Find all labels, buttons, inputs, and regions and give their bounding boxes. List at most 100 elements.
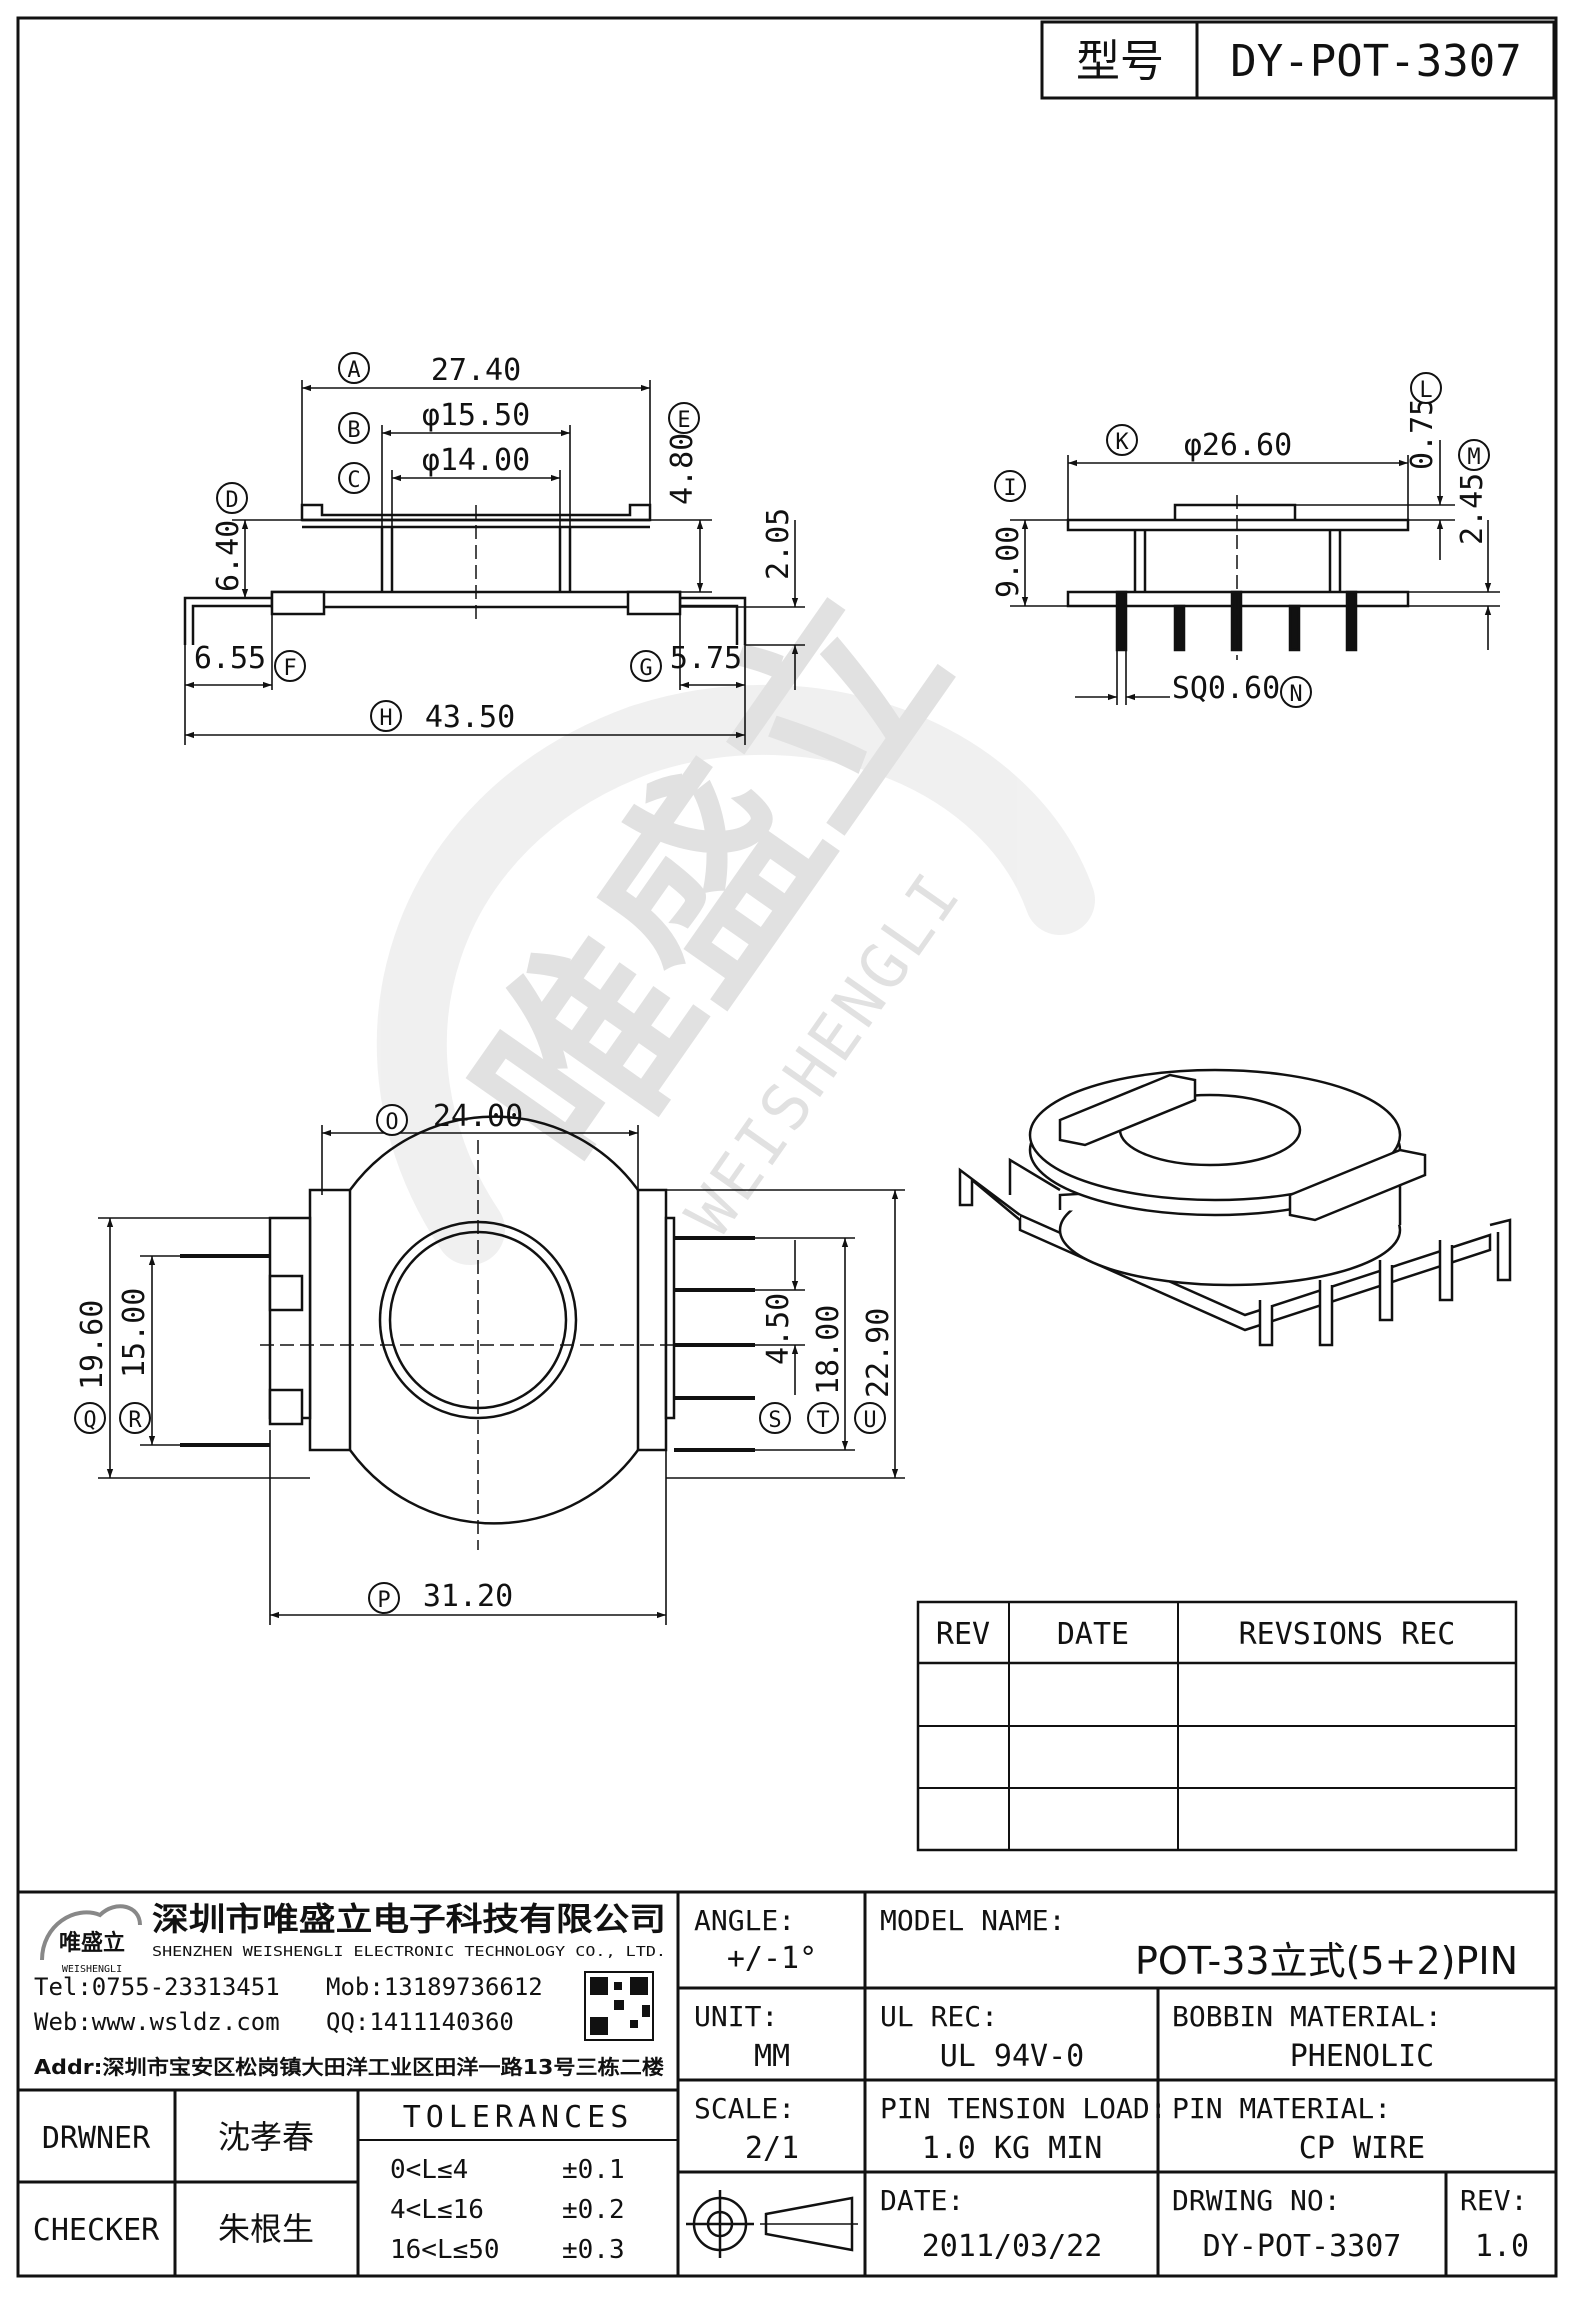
marker-H: H — [370, 700, 402, 732]
svg-text:E: E — [677, 408, 690, 433]
dim-P: 31.20 — [423, 1579, 513, 1614]
marker-C: C — [338, 462, 370, 494]
sheet-border — [16, 16, 1558, 2278]
marker-K: K — [1106, 424, 1138, 456]
checker-label: CHECKER — [33, 2213, 160, 2248]
tel: Tel:0755-23313451 — [34, 1973, 280, 2001]
logo-en: WEISHENGLI — [62, 1964, 122, 1975]
side-view-dims — [184, 380, 805, 745]
angle-label: ANGLE: — [694, 1904, 795, 1937]
dim-H: 43.50 — [425, 700, 515, 735]
svg-text:I: I — [1003, 476, 1016, 501]
dim-N: SQ0.60 — [1172, 671, 1280, 706]
ul-rec-value: UL 94V-0 — [940, 2039, 1085, 2074]
svg-text:U: U — [863, 1408, 876, 1433]
top-view-dims — [98, 1125, 905, 1625]
marker-T: T — [807, 1402, 839, 1434]
top-view-dim-text: 24.00 31.20 19.60 15.00 4.50 18.00 22.90… — [74, 1099, 896, 1614]
marker-E: E — [668, 402, 700, 434]
drawing-no-label: DRWING NO: — [1172, 2184, 1341, 2217]
projection-symbol — [686, 2190, 858, 2258]
svg-text:P: P — [377, 1588, 390, 1613]
marker-F: F — [274, 650, 306, 682]
marker-R: R — [119, 1402, 151, 1434]
scale-value: 2/1 — [745, 2131, 799, 2166]
svg-text:C: C — [347, 468, 360, 493]
qr-code — [584, 1971, 654, 2041]
dim-B: φ15.50 — [422, 398, 530, 433]
dim-K: φ26.60 — [1184, 428, 1292, 463]
dim-A: 27.40 — [431, 353, 521, 388]
svg-text:R: R — [128, 1408, 142, 1433]
checker-name: 朱根生 — [218, 2210, 314, 2248]
front-view — [1066, 495, 1410, 660]
unit-value: MM — [754, 2039, 790, 2074]
bobbin-material-label: BOBBIN MATERIAL: — [1172, 2000, 1442, 2033]
svg-text:M: M — [1467, 445, 1480, 470]
marker-Q: Q — [74, 1402, 106, 1434]
svg-text:B: B — [347, 418, 360, 443]
model-name-value: POT-33立式(5+2)PIN — [1135, 1939, 1518, 1983]
svg-text:H: H — [379, 706, 392, 731]
marker-U: U — [854, 1402, 886, 1434]
marker-A: A — [338, 352, 370, 384]
angle-unit-scale: ANGLE: +/-1° UNIT: MM SCALE: 2/1 — [686, 1904, 858, 2258]
company-name-en: SHENZHEN WEISHENGLI ELECTRONIC TECHNOLOG… — [152, 1945, 666, 1960]
rev-col-header: REV — [936, 1617, 990, 1652]
revision-table: REV DATE REVSIONS REC — [916, 1600, 1518, 1852]
dim-I: 9.00 — [991, 526, 1026, 598]
pin-material-label: PIN MATERIAL: — [1172, 2092, 1391, 2125]
drawing-no-value: DY-POT-3307 — [1203, 2229, 1402, 2264]
marker-I: I — [994, 470, 1026, 502]
marker-P: P — [368, 1582, 400, 1614]
marker-B: B — [338, 412, 370, 444]
marker-L: L — [1410, 372, 1442, 404]
tol-value-3: ±0.3 — [562, 2235, 625, 2265]
marker-O: O — [376, 1104, 408, 1136]
svg-text:K: K — [1115, 430, 1129, 455]
marker-M: M — [1458, 439, 1490, 471]
tolerances: TOLERANCES 0<L≤4 ±0.1 4<L≤16 ±0.2 16<L≤5… — [390, 2100, 634, 2265]
dim-Q: 19.60 — [75, 1300, 110, 1390]
dim-T: 18.00 — [811, 1305, 846, 1395]
dim-E: 4.80 — [665, 433, 700, 505]
svg-text:A: A — [347, 358, 360, 383]
svg-text:S: S — [768, 1408, 781, 1433]
svg-text:F: F — [283, 656, 296, 681]
pin-tension-value: 1.0 KG MIN — [922, 2131, 1103, 2166]
drawer-label: DRWNER — [42, 2121, 151, 2156]
logo-cn: 唯盛立 — [59, 1930, 125, 1956]
isometric-view — [958, 1068, 1512, 1347]
web: Web:www.wsldz.com — [34, 2008, 280, 2036]
marker-D: D — [216, 482, 248, 514]
mob: Mob:13189736612 — [326, 1973, 543, 2001]
pin-tension-label: PIN TENSION LOAD: — [880, 2092, 1167, 2125]
bobbin-material-value: PHENOLIC — [1290, 2039, 1435, 2074]
title-block — [18, 1890, 1556, 2276]
address: Addr:深圳市宝安区松岗镇大田洋工业区田洋一路13号三栋二楼 — [34, 2055, 664, 2079]
svg-text:G: G — [639, 656, 652, 681]
marker-G: G — [630, 650, 662, 682]
drawer-name: 沈孝春 — [218, 2118, 314, 2156]
dim-R: 15.00 — [117, 1288, 152, 1378]
unit-label: UNIT: — [694, 2000, 778, 2033]
front-view-dim-text: φ26.60 0.75 2.45 9.00 SQ0.60 K I L M N — [991, 372, 1490, 708]
dim-F: 6.55 — [194, 641, 266, 676]
model-number: DY-POT-3307 — [1230, 36, 1521, 87]
tol-value-1: ±0.1 — [562, 2155, 625, 2185]
model-header: 型号 DY-POT-3307 — [1040, 20, 1556, 100]
front-view-dims — [1010, 440, 1500, 705]
svg-text:Q: Q — [83, 1408, 96, 1433]
tol-range-2: 4<L≤16 — [390, 2195, 484, 2225]
model-fields: MODEL NAME: POT-33立式(5+2)PIN UL REC: UL … — [880, 1904, 1529, 2264]
rev-value: 1.0 — [1475, 2229, 1529, 2264]
tolerances-label: TOLERANCES — [403, 2100, 634, 2135]
model-name-label: MODEL NAME: — [880, 1904, 1065, 1937]
marker-S: S — [759, 1402, 791, 1434]
top-view — [180, 1115, 760, 1550]
drawer-checker: DRWNER 沈孝春 CHECKER 朱根生 — [33, 2118, 314, 2248]
revisions-col-header: REVSIONS REC — [1239, 1617, 1456, 1652]
date-value: 2011/03/22 — [922, 2229, 1103, 2264]
rev-label: REV: — [1460, 2184, 1527, 2217]
